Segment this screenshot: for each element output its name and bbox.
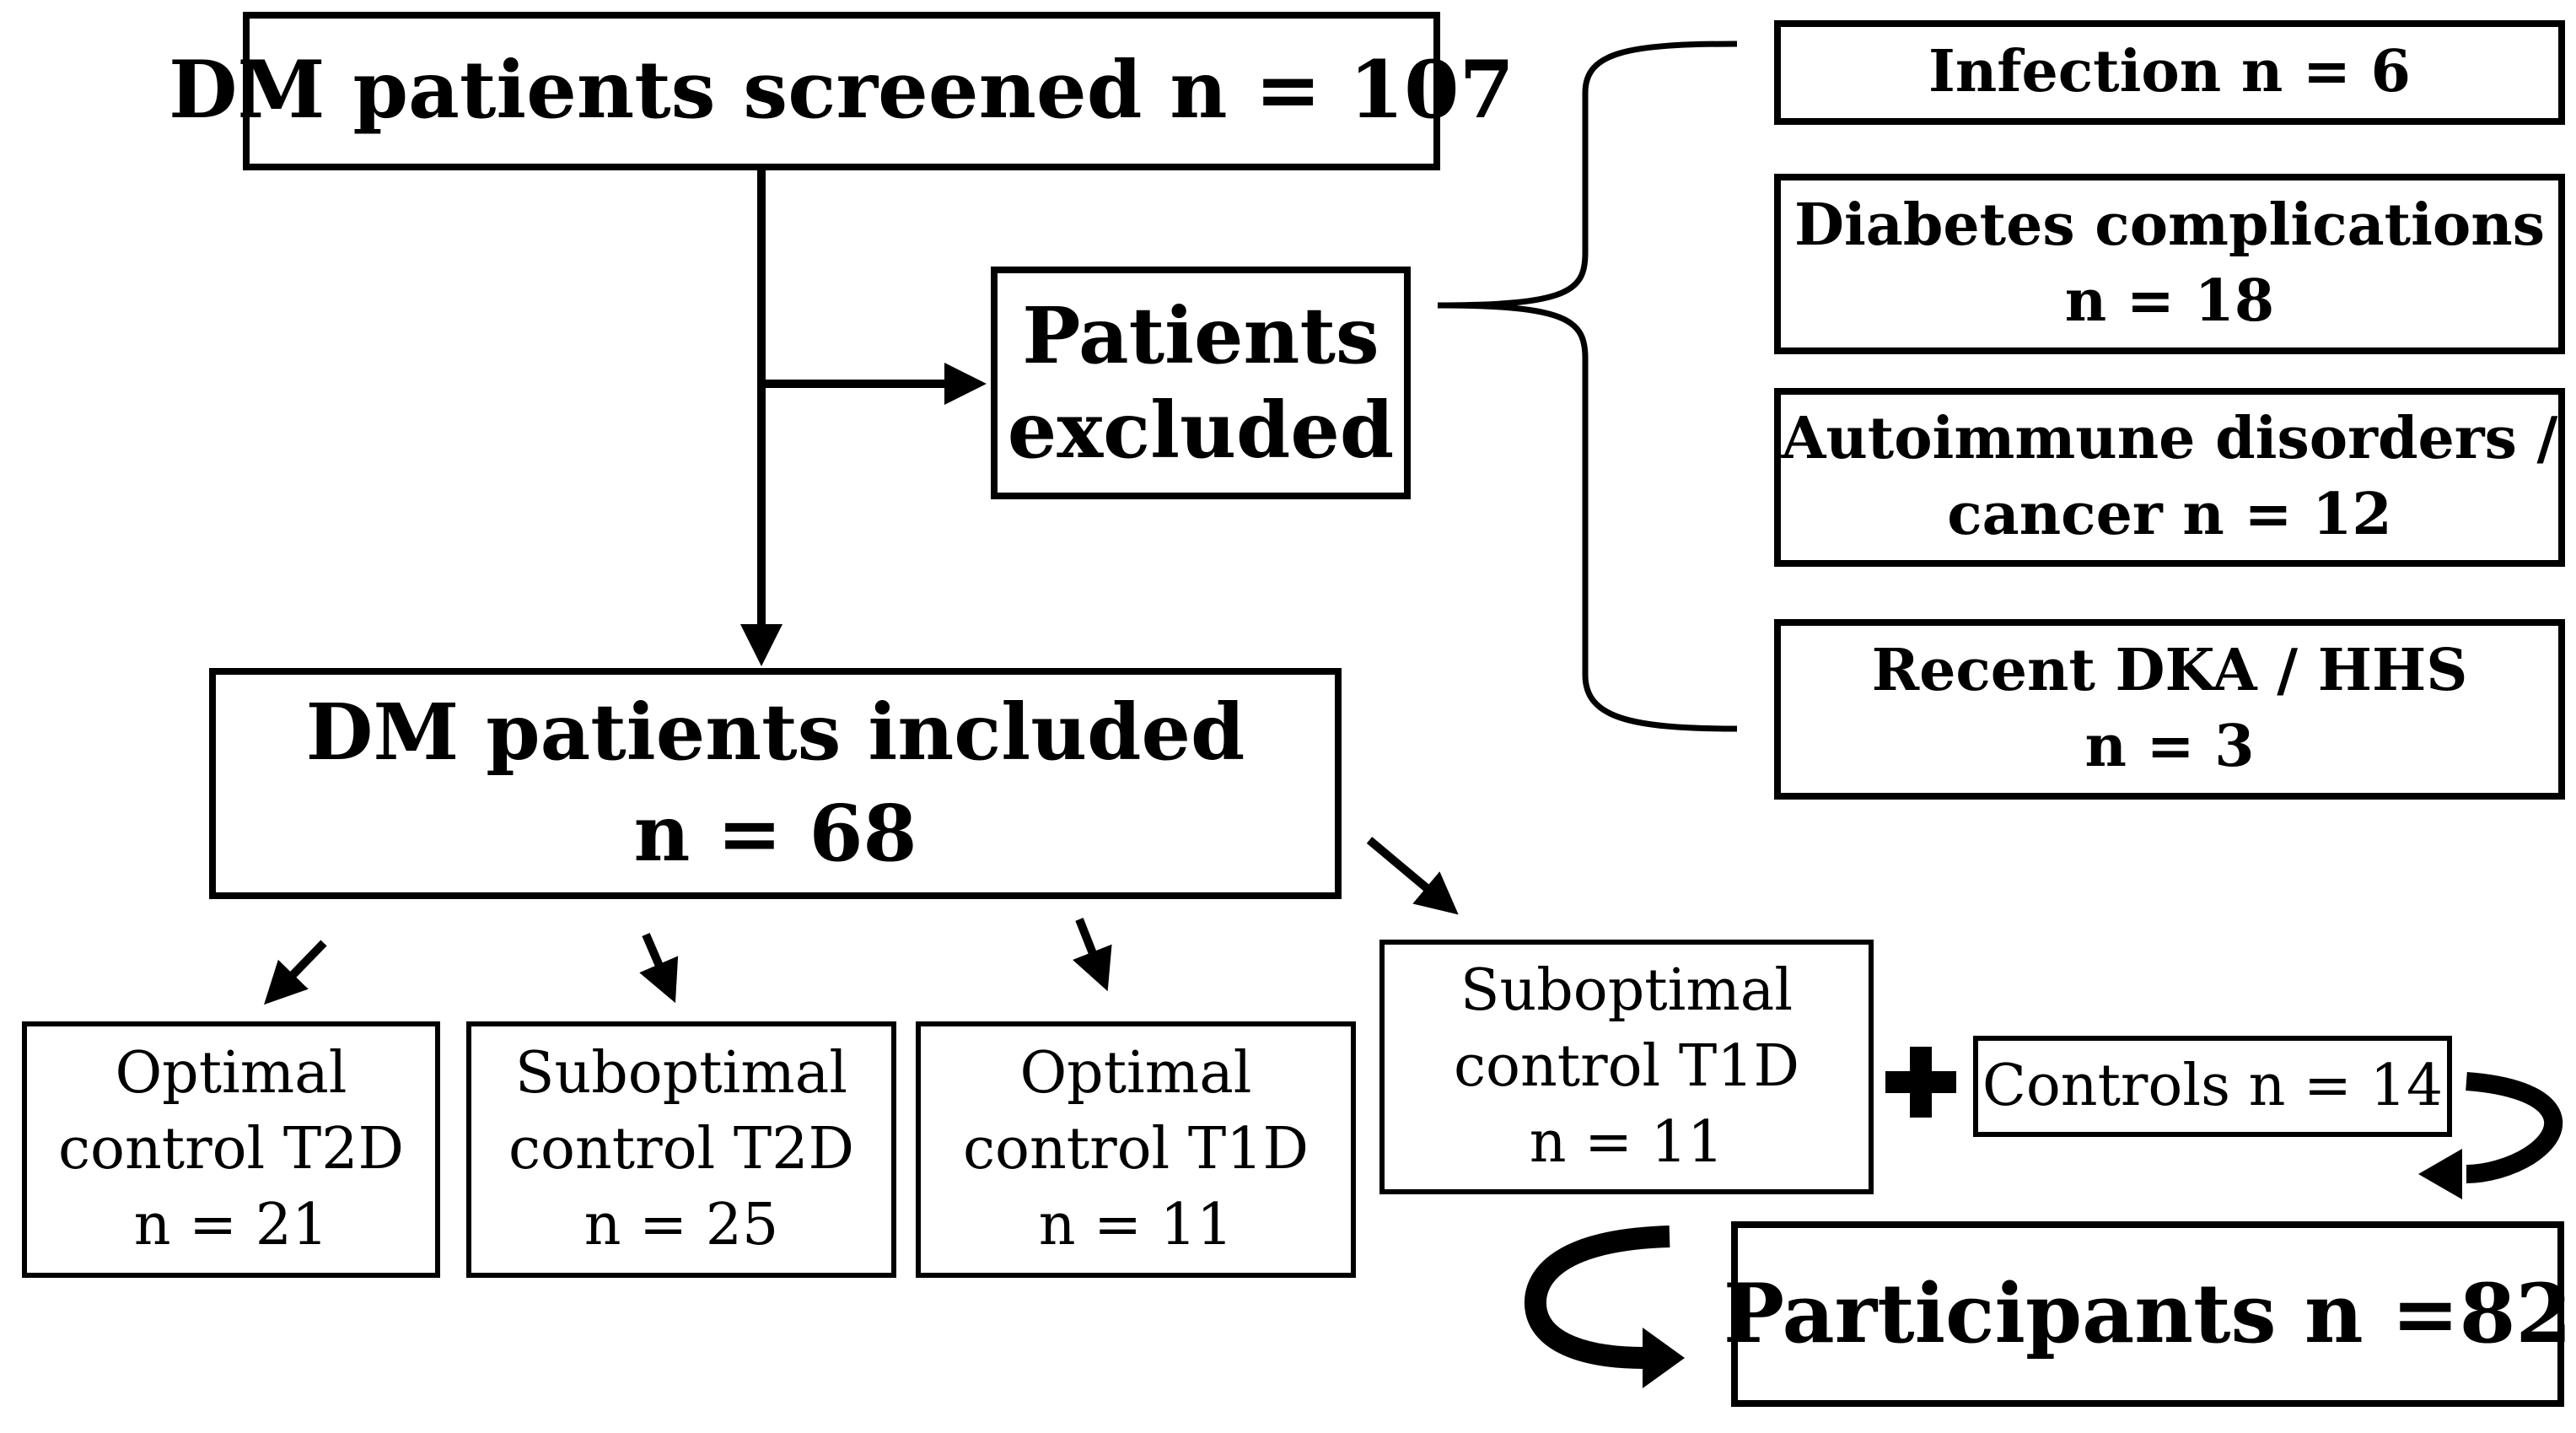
plus-icon [1885, 1047, 1956, 1118]
curved-arrow-icon [1525, 1226, 1685, 1388]
exclusion-reason-autoimmune-cancer: Autoimmune disorders / cancer n = 12 [1774, 388, 2565, 567]
group-count: n = 11 [1529, 1108, 1724, 1176]
exclusion-reason-label: Infection n = 6 [1928, 38, 2411, 106]
exclusion-reason-infection: Infection n = 6 [1774, 20, 2565, 125]
excluded-label-line1: Patients [1022, 289, 1379, 381]
exclusion-reason-count: cancer n = 12 [1947, 481, 2392, 548]
exclusion-reason-recent-dka-hhs: Recent DKA / HHS n = 3 [1774, 619, 2565, 800]
exclusion-reason-diabetes-complications: Diabetes complications n = 18 [1774, 174, 2565, 354]
group-label-line1: Optimal [115, 1040, 347, 1107]
screened-label: DM patients screened n = 107 [169, 44, 1514, 137]
included-count: n = 68 [633, 788, 917, 879]
exclusion-reason-label: Autoimmune disorders / [1781, 405, 2558, 473]
group-count: n = 21 [133, 1191, 329, 1258]
group-suboptimal-t2d: Suboptimal control T2D n = 25 [466, 1021, 896, 1278]
group-optimal-t2d: Optimal control T2D n = 21 [22, 1021, 440, 1278]
group-suboptimal-t1d: Suboptimal control T1D n = 11 [1379, 940, 1874, 1194]
group-label-line1: Optimal [1019, 1040, 1252, 1107]
included-box: DM patients included n = 68 [209, 668, 1342, 899]
screened-box: DM patients screened n = 107 [169, 12, 1514, 170]
controls-box: Controls n = 14 [1973, 1036, 2452, 1137]
participants-box: Participants n =82 [1724, 1221, 2572, 1407]
exclusion-reason-label: Diabetes complications [1794, 191, 2545, 260]
group-optimal-t1d: Optimal control T1D n = 11 [916, 1021, 1356, 1278]
controls-label: Controls n = 14 [1982, 1053, 2444, 1120]
included-label: DM patients included [305, 687, 1245, 778]
group-label-line2: control T1D [1453, 1033, 1800, 1101]
group-label-line2: control T2D [508, 1116, 855, 1183]
group-label-line1: Suboptimal [514, 1040, 848, 1107]
group-count: n = 11 [1038, 1191, 1234, 1258]
group-label-line2: control T2D [57, 1116, 405, 1183]
to-group-suboptimal-t1d-arrow [1366, 837, 1459, 915]
participants-label: Participants n =82 [1723, 1266, 2573, 1362]
exclusion-reason-count: n = 18 [2064, 267, 2275, 335]
excluded-box: Patients excluded [991, 267, 1411, 499]
group-count: n = 25 [583, 1191, 779, 1258]
exclusion-reason-count: n = 3 [2084, 713, 2255, 780]
group-label-line2: control T1D [962, 1116, 1310, 1183]
to-group-optimal-t2d-arrow [264, 940, 327, 1005]
group-label-line1: Suboptimal [1460, 957, 1794, 1025]
to-group-suboptimal-t2d-arrow [639, 933, 679, 1004]
exclusion-reason-label: Recent DKA / HHS [1871, 637, 2468, 705]
excluded-label-line2: excluded [1007, 385, 1395, 476]
exclusion-brace [1437, 40, 1738, 732]
to-group-optimal-t1d-arrow [1073, 918, 1112, 992]
curved-arrow-icon [2418, 1072, 2563, 1199]
